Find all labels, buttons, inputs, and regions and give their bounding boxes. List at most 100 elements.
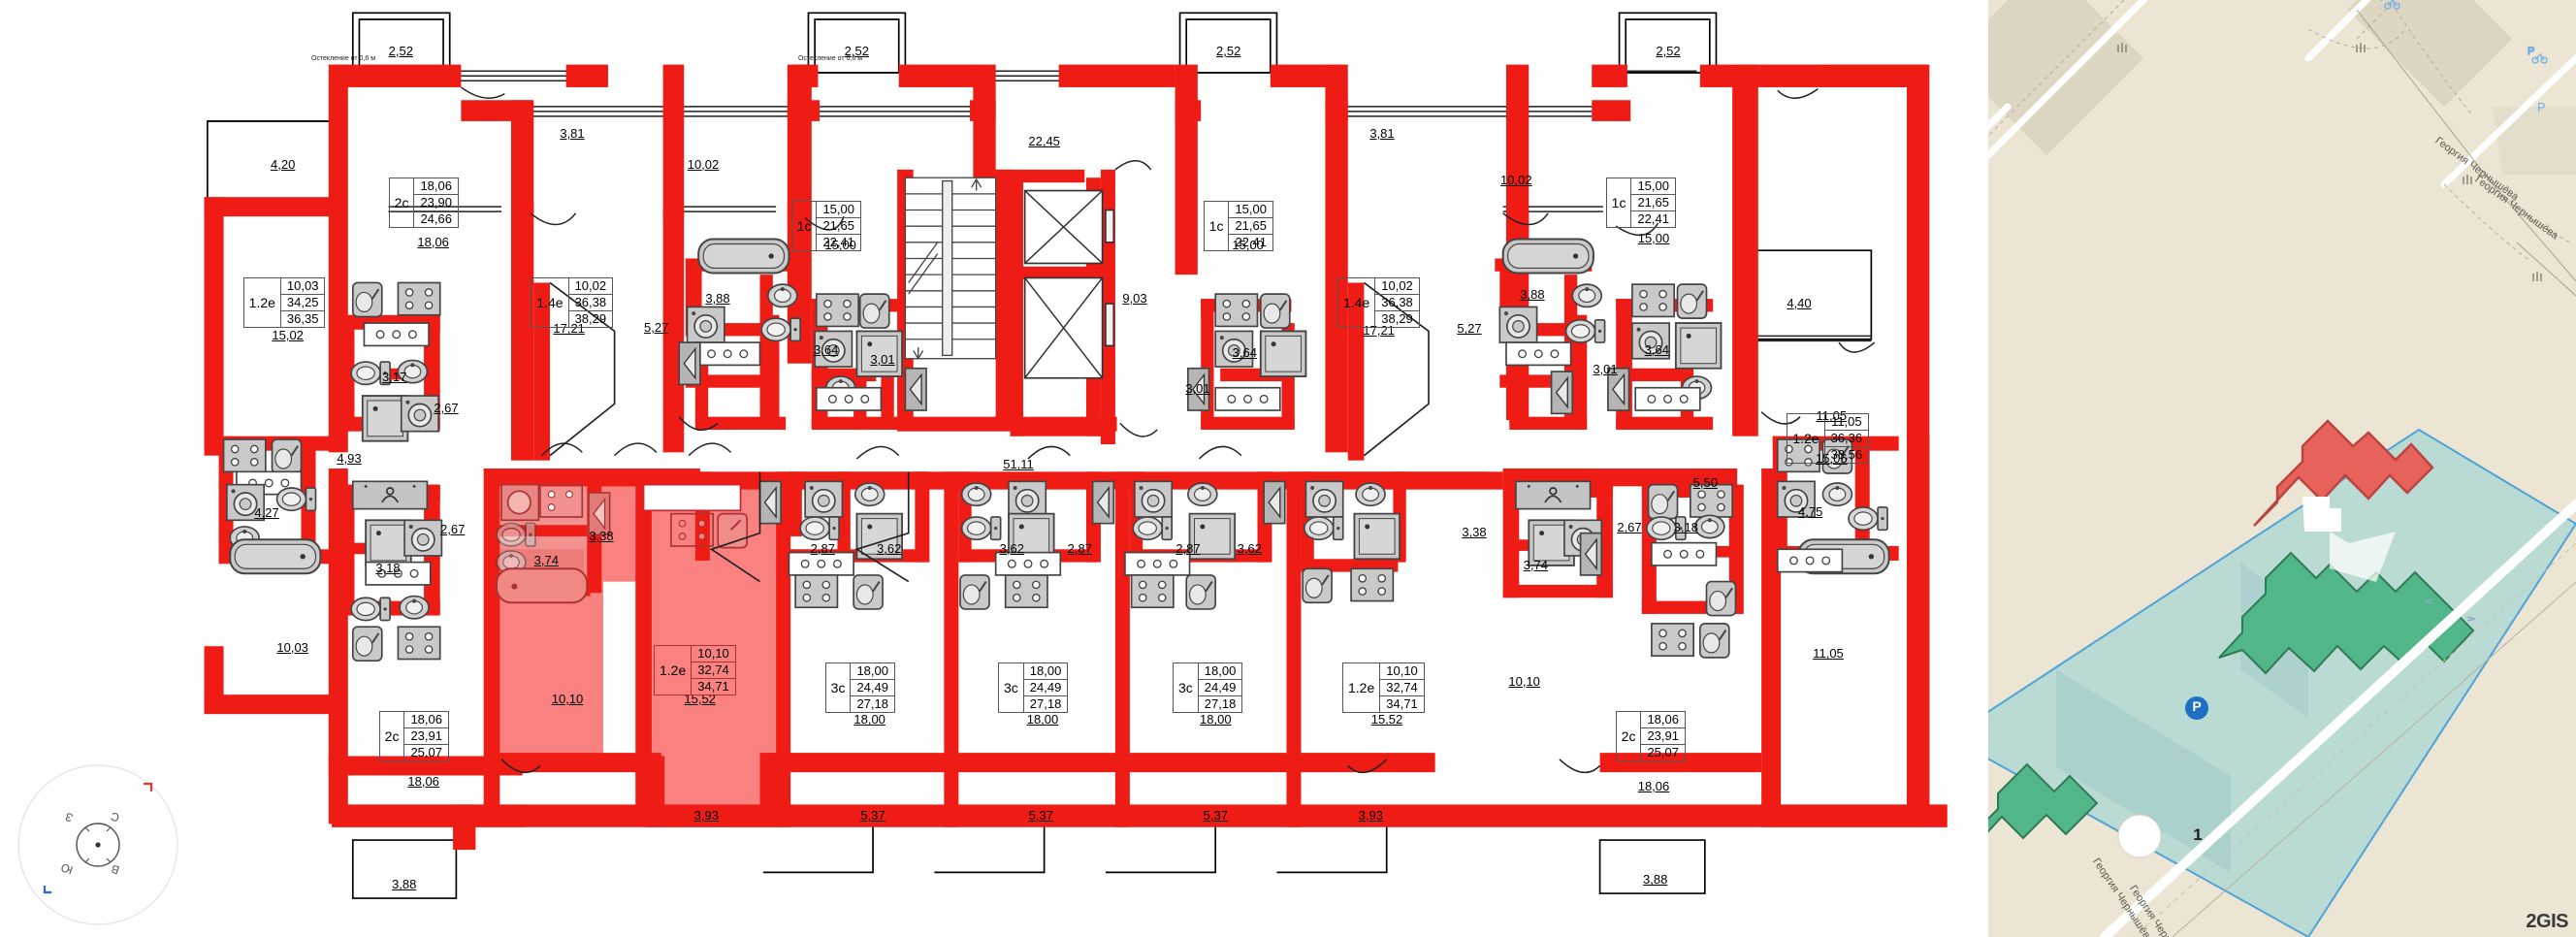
apartment-area_b: 27,18: [1029, 695, 1062, 711]
door-swings: [460, 86, 1876, 774]
map-parking-label: P: [2192, 698, 2202, 714]
apartment-area_b: 34,71: [1386, 695, 1418, 711]
map-panel[interactable]: P P P: [1988, 0, 2576, 937]
room-area-label: 2,67: [434, 401, 459, 416]
apartment-area_b: 34,71: [697, 678, 729, 694]
apartment-type: 1.2e: [244, 278, 281, 328]
compass-south: Ю: [59, 860, 75, 877]
apartment-type: 1.4e: [531, 278, 569, 328]
room-area-label: 5,27: [1457, 321, 1482, 337]
apartment-total: 10,10: [692, 646, 735, 662]
room-area-label: 3,18: [1673, 520, 1698, 535]
apartment-area_b: 38,29: [1381, 311, 1413, 327]
room-area-label: 18,00: [1026, 712, 1059, 727]
map-marker-label[interactable]: 1: [2193, 825, 2203, 844]
room-area-label: 3,64: [1232, 345, 1257, 361]
room-area-label: 4,75: [1798, 503, 1823, 519]
apartment-total: 10,03: [280, 278, 325, 296]
window-lines: [207, 70, 1872, 342]
floorplan-panel[interactable]: С В Ю З Остекление от 0,6 м Остекление о…: [0, 0, 1988, 937]
apartment-total: 18,00: [1023, 663, 1068, 680]
room-area-label: 5,27: [644, 319, 669, 335]
room-area-label: 3,88: [1520, 287, 1545, 303]
room-area-label: 3,01: [1593, 362, 1618, 377]
apartment-area_a: 32,74: [692, 662, 735, 679]
room-area-label: 15,02: [272, 328, 304, 343]
map-watermark: 2GIS: [2526, 911, 2568, 932]
apartment-area_a: 21,65: [817, 218, 860, 235]
apartment-type: 1c: [1205, 201, 1230, 250]
room-area-label: 4,20: [271, 156, 296, 172]
room-area-label: 2,52: [1216, 43, 1241, 58]
apartment-area_a: 24,49: [1198, 680, 1242, 696]
room-area-label: 15,00: [824, 237, 856, 252]
room-area-label: 18,06: [407, 773, 439, 789]
apartment-area_a: 34,25: [280, 295, 325, 312]
map-marker-1: [2117, 814, 2162, 858]
room-area-label: 3,81: [560, 125, 585, 141]
room-area-label: 10,02: [687, 156, 720, 172]
apartment-type: 1c: [792, 201, 818, 250]
apartment-area_b: 22,41: [1235, 234, 1267, 249]
room-area-label: 3,01: [870, 352, 895, 368]
room-area-label: 15,00: [1232, 237, 1264, 252]
apartment-total: 18,06: [404, 712, 448, 728]
room-area-label: 10,02: [1500, 173, 1532, 188]
room-area-label: 3,88: [705, 290, 730, 306]
apartment-type: 1c: [1607, 178, 1632, 228]
room-area-label: 15,52: [684, 691, 716, 706]
room-area-label: 2,87: [810, 540, 835, 556]
apartment-total: 18,06: [1641, 712, 1685, 728]
room-area-label: 2,52: [388, 43, 413, 58]
room-area-label: 10,10: [1508, 673, 1540, 689]
room-area-label: 11,05: [1816, 408, 1848, 424]
room-area-label: 51,11: [1003, 457, 1034, 472]
stairwell: [904, 177, 997, 361]
room-area-label: 2,67: [440, 521, 466, 536]
apartment-area_b: 27,18: [856, 695, 888, 711]
apartment-type: 3c: [826, 662, 852, 712]
room-area-label: 2,52: [844, 43, 869, 58]
partitions: [549, 281, 1430, 583]
room-area-label: 3,88: [1643, 872, 1668, 888]
room-area-label: 3,64: [1644, 342, 1669, 358]
apartment-area_a: 21,65: [1631, 195, 1675, 212]
room-area-label: 15,00: [1637, 231, 1670, 246]
room-area-label: 5,37: [1028, 807, 1053, 823]
room-area-label: 3,62: [1237, 540, 1262, 556]
apartment-area_b: 38,56: [1830, 447, 1863, 463]
apartment-area_a: 23,90: [414, 195, 458, 212]
apartment-area_b: 24,66: [420, 211, 452, 227]
apartment-type: 3c: [1174, 662, 1199, 712]
apartment-area_a: 36,36: [1824, 431, 1869, 448]
floorplan-drawing: [204, 12, 1948, 899]
room-area-label: 18,06: [1637, 778, 1670, 793]
room-area-label: 17,21: [553, 321, 585, 337]
apartment-area_b: 25,07: [1647, 744, 1679, 759]
apartment-area_b: 25,07: [410, 744, 442, 759]
room-area-label: 17,21: [1363, 323, 1395, 339]
room-area-label: 3,17: [382, 370, 407, 385]
svg-text:P: P: [2528, 46, 2534, 57]
apartment-type: 2c: [380, 711, 405, 760]
room-area-label: 5,37: [1203, 807, 1228, 823]
apartment-type: 1.4e: [1338, 278, 1376, 328]
room-area-label: 10,10: [551, 691, 584, 706]
room-area-label: 2,67: [1617, 520, 1642, 535]
elevator-shafts: [1023, 189, 1115, 379]
